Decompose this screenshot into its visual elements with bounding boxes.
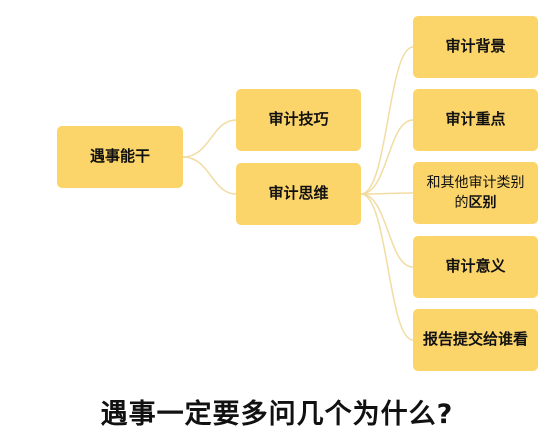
connector-thinking-to-difference xyxy=(360,192,414,195)
caption: 遇事一定要多问几个为什么? xyxy=(100,399,454,430)
leaf-node-label: 报告提交给谁看 xyxy=(422,330,528,349)
leaf-node-label-line2-bold: 区别 xyxy=(468,195,497,211)
leaf-node-audit-difference: 和其他审计类别 的区别 xyxy=(413,162,538,224)
branch-node-audit-thinking: 审计思维 xyxy=(236,163,361,225)
connector-thinking-to-focus xyxy=(360,119,414,195)
leaf-node-report-recipient: 报告提交给谁看 xyxy=(413,309,538,371)
branch-node-label: 审计思维 xyxy=(268,184,329,203)
root-node-label: 遇事能干 xyxy=(89,147,150,166)
leaf-node-audit-meaning: 审计意义 xyxy=(413,236,538,298)
leaf-node-label-line2-prefix: 的 xyxy=(454,195,469,211)
connector-thinking-to-background xyxy=(360,46,414,195)
leaf-node-label: 和其他审计类别 的区别 xyxy=(427,173,525,214)
leaf-node-label: 审计背景 xyxy=(445,37,506,56)
connector-thinking-to-report xyxy=(360,193,414,341)
connector-root-to-skill xyxy=(182,119,237,158)
root-node: 遇事能干 xyxy=(57,126,183,188)
leaf-node-label-line1: 和其他审计类别 xyxy=(426,174,525,191)
branch-node-audit-skills: 审计技巧 xyxy=(236,89,361,151)
leaf-node-label: 审计重点 xyxy=(445,110,506,129)
leaf-node-label: 审计意义 xyxy=(445,257,506,276)
leaf-node-audit-focus: 审计重点 xyxy=(413,89,538,151)
leaf-node-audit-background: 审计背景 xyxy=(413,16,538,78)
branch-node-label: 审计技巧 xyxy=(268,110,329,129)
connector-root-to-thinking xyxy=(182,156,237,195)
connector-thinking-to-meaning xyxy=(360,193,414,268)
